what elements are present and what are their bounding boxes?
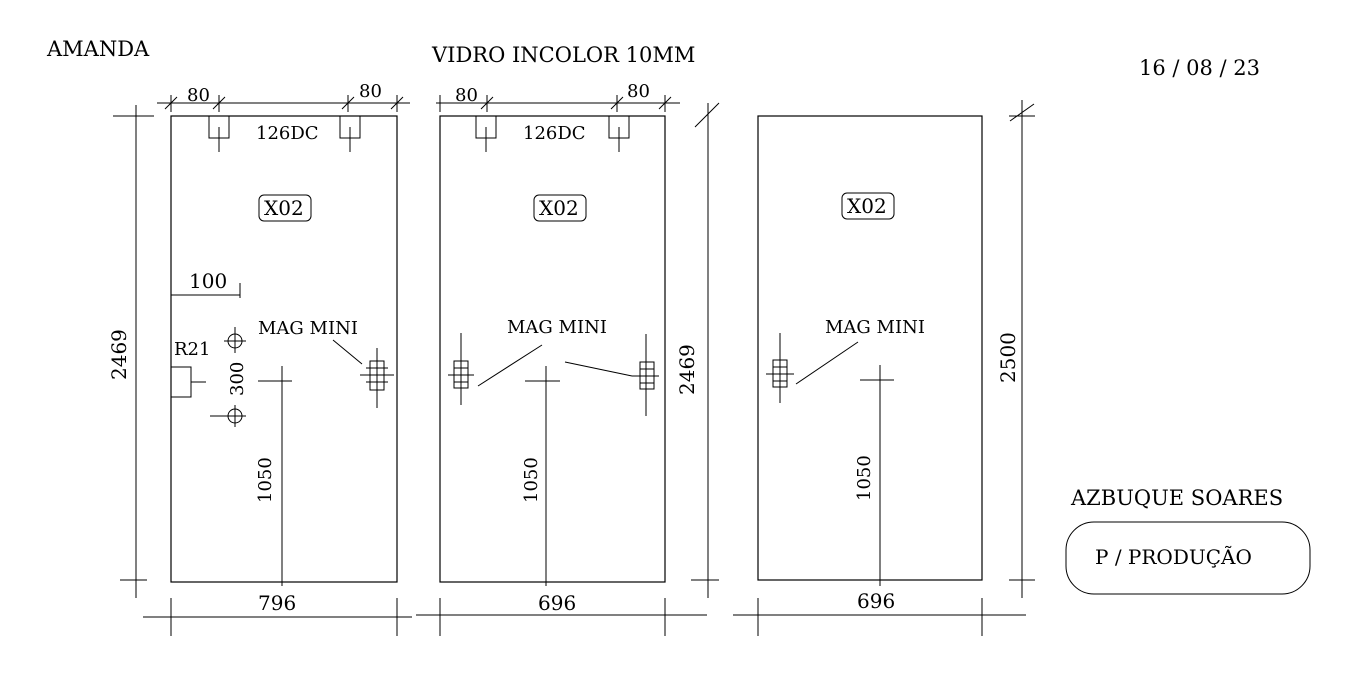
panel-3-height: 2500 xyxy=(996,332,1020,383)
panel-1-outline xyxy=(170,115,398,583)
panel-1-hinge-offset-left: 80 xyxy=(187,85,210,106)
panel-2-hinge-offset-left: 80 xyxy=(455,85,478,106)
panel-1-width: 796 xyxy=(258,591,296,615)
production-stamp: P / PRODUÇÃO xyxy=(1095,545,1252,569)
panel-3-handle-height: 1050 xyxy=(854,455,875,501)
panel-2-quantity-badge xyxy=(533,194,587,222)
panel-1-height: 2469 xyxy=(107,329,131,380)
panel-3-width: 696 xyxy=(857,589,895,613)
company-name: AZBUQUE SOARES xyxy=(1070,486,1283,510)
panel-1-side-offset: 100 xyxy=(189,269,227,293)
panel-1-hole-spacing: 300 xyxy=(227,362,248,396)
glass-panel-1: 80 80 126DC X02 100 R21 300 1050 MAG MIN… xyxy=(107,81,412,636)
panel-1-lock-label: MAG MINI xyxy=(258,318,358,339)
panel-3-quantity-badge xyxy=(841,192,895,220)
panel-2-hinge-model: 126DC xyxy=(523,123,586,144)
glass-panel-3: X02 MAG MINI 1050 2500 696 xyxy=(733,100,1035,636)
panel-1-hinge-model: 126DC xyxy=(256,123,319,144)
production-stamp-box xyxy=(1065,521,1311,595)
panel-2-hinge-offset-right: 80 xyxy=(627,81,650,102)
panel-3-quantity: X02 xyxy=(847,194,887,218)
client-name: AMANDA xyxy=(46,37,150,61)
glass-spec: VIDRO INCOLOR 10MM xyxy=(431,43,695,67)
panel-3-outline xyxy=(757,115,983,581)
panel-2-handle-height: 1050 xyxy=(521,457,542,503)
panel-2-lock-label: MAG MINI xyxy=(507,317,607,338)
panel-2-outline xyxy=(439,115,666,583)
panel-2-height: 2469 xyxy=(675,344,699,395)
panel-2-width: 696 xyxy=(538,591,576,615)
drawing-date: 16 / 08 / 23 xyxy=(1139,56,1260,80)
glass-panel-2: 80 80 126DC X02 MAG MINI 1050 2469 xyxy=(416,81,720,636)
panel-1-quantity-badge xyxy=(258,194,312,222)
panel-1-quantity: X02 xyxy=(264,196,304,220)
panel-3-lock-label: MAG MINI xyxy=(825,317,925,338)
panel-1-notch-radius: R21 xyxy=(174,339,210,360)
panel-1-hinge-offset-right: 80 xyxy=(359,81,382,102)
panel-1-handle-height: 1050 xyxy=(255,457,276,503)
panel-2-quantity: X02 xyxy=(539,196,579,220)
